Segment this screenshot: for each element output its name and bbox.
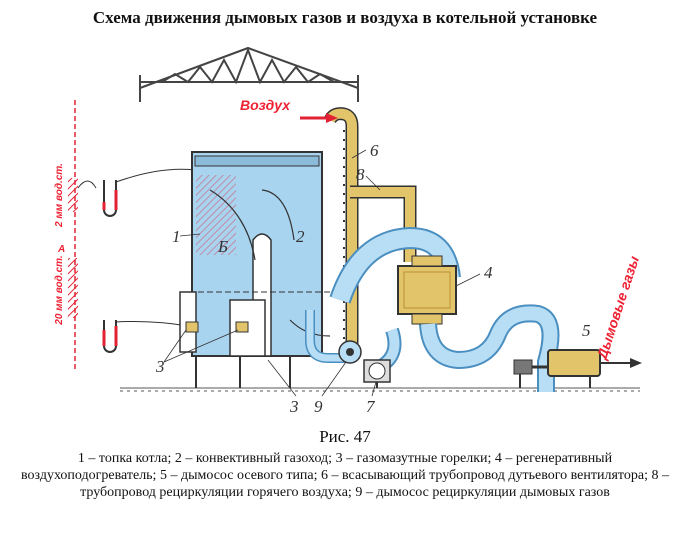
point-a-label: А xyxy=(57,244,65,255)
figure-number: Рис. 47 xyxy=(319,427,371,446)
pressure-top-label: 2 мм вод.ст. xyxy=(54,163,65,228)
leader-lines xyxy=(163,149,481,397)
label-7: 7 xyxy=(366,397,376,416)
pressure-bottom-label: 20 мм вод.ст. xyxy=(54,255,65,325)
label-b: Б xyxy=(217,237,228,256)
manometer-top xyxy=(102,180,118,217)
label-4: 4 xyxy=(484,263,493,282)
pressure-scale xyxy=(68,100,97,370)
ground xyxy=(120,387,640,392)
air-heater xyxy=(397,255,457,325)
label-3-bottom: 3 xyxy=(289,397,299,416)
page-title: Схема движения дымовых газов и воздуха в… xyxy=(92,8,598,27)
hot-air-duct xyxy=(329,226,461,304)
label-2: 2 xyxy=(296,227,305,246)
manometer-bottom xyxy=(102,320,118,353)
label-1: 1 xyxy=(172,227,181,246)
figure-caption: 1 – топка котла; 2 – конвективный газохо… xyxy=(21,451,669,500)
boiler-diagram: 2 мм вод.ст. 20 мм вод.ст. А xyxy=(0,30,690,425)
boiler-body xyxy=(179,151,340,388)
label-8: 8 xyxy=(356,165,365,184)
flue-duct xyxy=(369,304,560,392)
label-6: 6 xyxy=(370,141,379,160)
blower-fan xyxy=(363,359,391,388)
label-3-left: 3 xyxy=(155,357,165,376)
roof-truss xyxy=(139,46,359,102)
air-intake-pipe xyxy=(324,107,359,356)
label-9: 9 xyxy=(314,397,323,416)
flue-gas-label: Дымовые газы xyxy=(593,254,642,362)
air-label: Воздух xyxy=(240,97,291,113)
label-5: 5 xyxy=(582,321,591,340)
axial-exhauster xyxy=(513,349,642,388)
air-arrow xyxy=(300,113,338,123)
recirculation-fan xyxy=(338,340,362,364)
